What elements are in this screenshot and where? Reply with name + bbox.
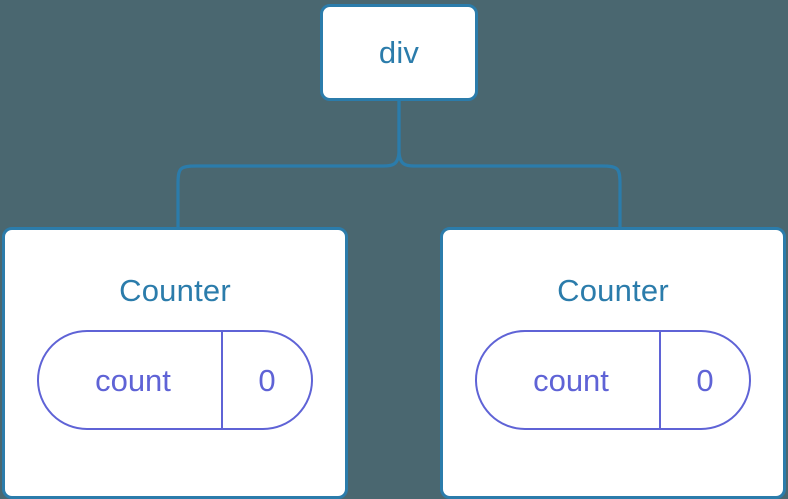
node-div[interactable]: div bbox=[320, 4, 478, 101]
state-pill-1: count 0 bbox=[475, 330, 751, 430]
state-key-1: count bbox=[533, 362, 609, 398]
node-counter-1-label: Counter bbox=[557, 273, 669, 308]
node-counter-0[interactable]: Counter count 0 bbox=[2, 227, 348, 499]
node-div-label: div bbox=[378, 35, 420, 70]
node-counter-1[interactable]: Counter count 0 bbox=[440, 227, 786, 499]
connector-to-child-1 bbox=[397, 100, 622, 228]
state-value-1: 0 bbox=[659, 332, 749, 428]
state-pill-0: count 0 bbox=[37, 330, 313, 430]
node-counter-0-label: Counter bbox=[119, 273, 231, 308]
state-value-0: 0 bbox=[221, 332, 311, 428]
connector-to-child-0 bbox=[176, 100, 401, 228]
state-key-0: count bbox=[95, 362, 171, 398]
